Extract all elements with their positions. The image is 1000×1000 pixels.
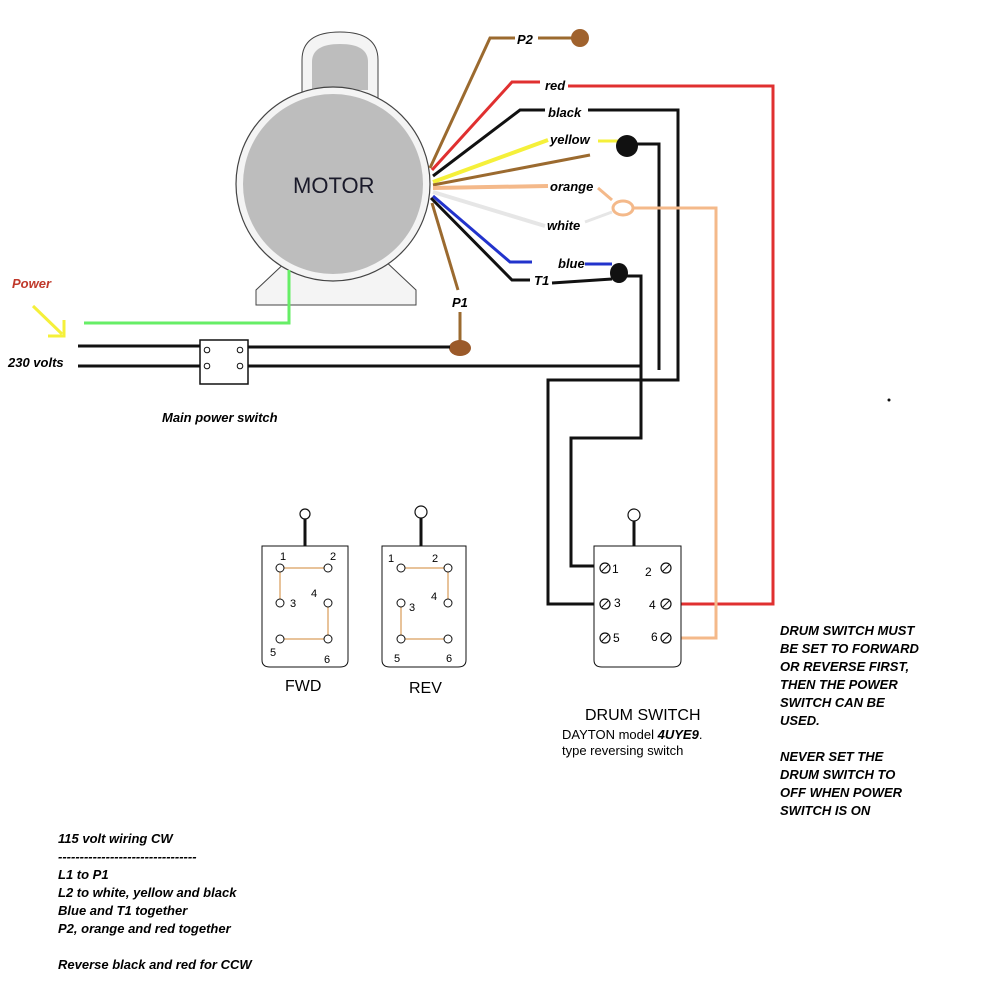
wire-red-run xyxy=(568,84,775,606)
svg-text:2: 2 xyxy=(432,553,438,565)
wire-t1-run xyxy=(569,274,643,568)
wire-nut-icon xyxy=(610,263,628,283)
fwd-diagram: 1 2 3 4 5 6 xyxy=(261,508,349,668)
terminal-screw-icon xyxy=(203,346,211,354)
svg-text:1: 1 xyxy=(280,551,286,563)
svg-text:6: 6 xyxy=(446,653,452,665)
motor-icon: MOTOR xyxy=(235,31,431,306)
wire-drum-term3 xyxy=(546,378,653,606)
label-t1: T1 xyxy=(534,273,549,288)
label-red: red xyxy=(545,78,566,93)
terminal-screw-icon xyxy=(599,598,611,610)
wire-white-end xyxy=(584,210,613,224)
svg-text:5: 5 xyxy=(270,647,276,659)
wire-nut-icon xyxy=(611,199,635,217)
wire-black-run xyxy=(588,108,680,382)
svg-text:6: 6 xyxy=(324,654,330,666)
wire-black xyxy=(432,108,545,178)
svg-text:4: 4 xyxy=(311,588,317,600)
wire-t1 xyxy=(429,196,530,282)
terminal-screw-icon xyxy=(599,632,611,644)
wire-ground xyxy=(84,270,291,325)
label-power: Power xyxy=(12,276,52,291)
drum-label: DRUM SWITCH xyxy=(585,707,701,724)
wire-blue xyxy=(432,194,532,264)
wire-orange-term6 xyxy=(680,592,718,640)
terminal-screw-icon xyxy=(236,346,244,354)
label-blue: blue xyxy=(558,256,585,271)
svg-text:1: 1 xyxy=(388,553,394,565)
terminal-screw-icon xyxy=(660,598,672,610)
svg-text:2: 2 xyxy=(330,551,336,563)
wire-p1 xyxy=(430,202,460,291)
svg-text:5: 5 xyxy=(394,653,400,665)
drum-type: type reversing switch xyxy=(562,743,683,758)
svg-text:6: 6 xyxy=(651,630,658,644)
terminal-screw-icon xyxy=(203,362,211,370)
svg-text:5: 5 xyxy=(613,631,620,645)
svg-text:3: 3 xyxy=(409,602,415,614)
wire-nut-icon xyxy=(616,135,638,157)
wire-brown-mid xyxy=(432,153,591,187)
label-white: white xyxy=(547,218,580,233)
drum-switch-warning: DRUM SWITCH MUST BE SET TO FORWARD OR RE… xyxy=(780,623,919,818)
motor-body xyxy=(243,94,423,274)
terminal-screw-icon xyxy=(660,632,672,644)
wire-orange xyxy=(432,184,549,190)
wire-t1-end xyxy=(551,277,613,285)
svg-text:3: 3 xyxy=(614,596,621,610)
wiring-115-notes: 115 volt wiring CW ---------------------… xyxy=(58,831,252,972)
wire-yellow-junction xyxy=(632,142,661,370)
label-yellow: yellow xyxy=(549,132,591,147)
main-power-switch[interactable] xyxy=(199,339,249,385)
svg-text:4: 4 xyxy=(649,598,656,612)
wire-red xyxy=(430,80,540,172)
wire-white xyxy=(432,190,546,228)
label-p1: P1 xyxy=(452,295,468,310)
wire-nut-icon xyxy=(571,29,589,47)
terminal-screw-icon xyxy=(236,362,244,370)
motor-top-cap-inner xyxy=(312,44,368,90)
svg-text:4: 4 xyxy=(431,591,437,603)
wire-yellow xyxy=(432,138,549,184)
drum-model: DAYTON model 4UYE9. xyxy=(562,727,702,742)
terminal-screw-icon xyxy=(599,562,611,574)
wire-nut-icon xyxy=(449,340,471,356)
rev-label: REV xyxy=(409,680,442,697)
svg-text:2: 2 xyxy=(645,565,652,579)
svg-text:1: 1 xyxy=(612,562,619,576)
wire-orange-end xyxy=(597,186,613,202)
wire-p2 xyxy=(428,36,515,169)
label-p2: P2 xyxy=(517,32,534,47)
label-main-switch: Main power switch xyxy=(162,410,278,425)
rev-diagram: 1 2 3 4 5 6 xyxy=(381,505,467,668)
arrow-icon xyxy=(31,304,66,338)
stray-dot xyxy=(887,398,891,402)
drum-switch[interactable]: 1 2 3 4 5 6 xyxy=(593,508,682,668)
wire-orange-run xyxy=(633,206,718,592)
label-orange: orange xyxy=(550,179,593,194)
svg-text:3: 3 xyxy=(290,598,296,610)
label-black: black xyxy=(548,105,582,120)
motor-label: MOTOR xyxy=(293,173,374,198)
fwd-label: FWD xyxy=(285,678,321,695)
terminal-screw-icon xyxy=(660,562,672,574)
label-voltage: 230 volts xyxy=(7,355,64,370)
